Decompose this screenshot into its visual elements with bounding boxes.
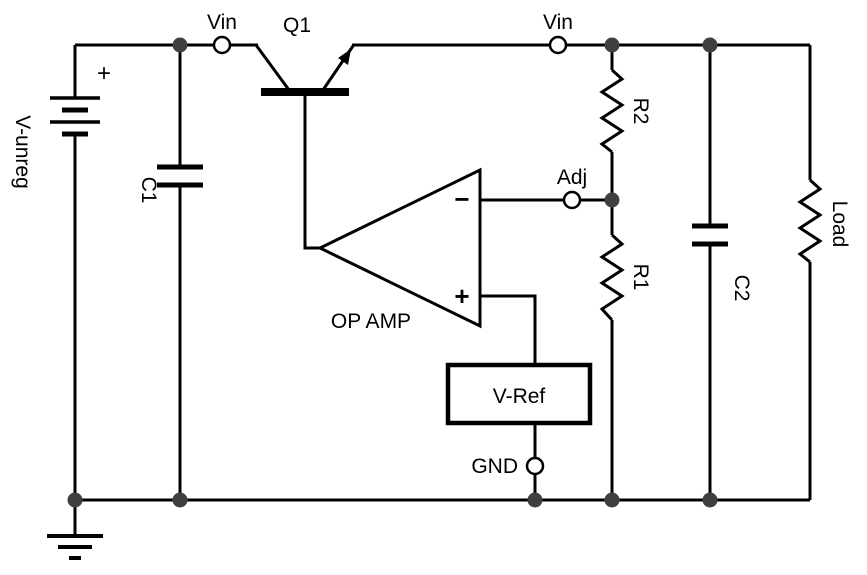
op-amp: − + OP AMP: [316, 167, 482, 333]
capacitor-c2: C2: [692, 223, 753, 302]
r2-label: R2: [629, 98, 652, 125]
v-unreg-label: V-unreg: [11, 115, 34, 189]
q1-base-wire: [303, 96, 320, 250]
r2-zigzag: [599, 68, 625, 154]
q1-emitter-arrow: [338, 49, 351, 65]
q1-label: Q1: [283, 14, 311, 37]
op-amp-label: OP AMP: [331, 310, 411, 333]
op-amp-triangle: [316, 167, 482, 329]
v-ref-block: V-Ref: [445, 362, 593, 426]
junction-dot: [702, 492, 718, 508]
r1-label: R1: [629, 264, 652, 291]
v-ref-label: V-Ref: [493, 385, 546, 408]
resistor-r1: R1: [599, 233, 652, 322]
junction-dot: [527, 492, 543, 508]
op-amp-noninverting-symbol: +: [454, 281, 469, 311]
wires: [73, 43, 812, 536]
adj-terminal: [562, 190, 582, 210]
junction-dot: [67, 492, 83, 508]
vin-right-label: Vin: [543, 11, 573, 34]
junction-dot: [172, 37, 188, 53]
terminals: Vin Vin Adj GND: [207, 11, 587, 478]
load-label: Load: [828, 201, 851, 248]
adj-label: Adj: [557, 166, 587, 189]
junction-dot: [172, 492, 188, 508]
junction-dot: [604, 192, 620, 208]
battery-v-unreg: + V-unreg: [11, 60, 111, 189]
ground-symbol: [47, 534, 103, 560]
battery-plus-label: +: [97, 60, 111, 87]
vin-left-label: Vin: [207, 11, 237, 34]
load-resistor: Load: [797, 178, 851, 264]
noninverting-input-wire: [480, 294, 537, 365]
load-zigzag: [797, 178, 823, 264]
junction-dot: [604, 492, 620, 508]
vin-right-terminal: [548, 35, 568, 55]
c2-label: C2: [730, 275, 753, 302]
resistor-r2: R2: [599, 68, 652, 154]
c1-label: C1: [137, 177, 160, 204]
junction-dots: [67, 37, 718, 508]
vin-left-terminal: [212, 35, 232, 55]
capacitor-c1: C1: [137, 164, 203, 204]
junction-dot: [702, 37, 718, 53]
v-ref-box: [445, 362, 593, 426]
transistor-q1: Q1: [254, 14, 355, 250]
r1-zigzag: [599, 233, 625, 322]
q1-collector-lead: [254, 44, 291, 91]
gnd-label: GND: [471, 455, 518, 478]
op-amp-inverting-symbol: −: [454, 184, 469, 214]
junction-dot: [604, 37, 620, 53]
gnd-terminal: [525, 456, 545, 476]
